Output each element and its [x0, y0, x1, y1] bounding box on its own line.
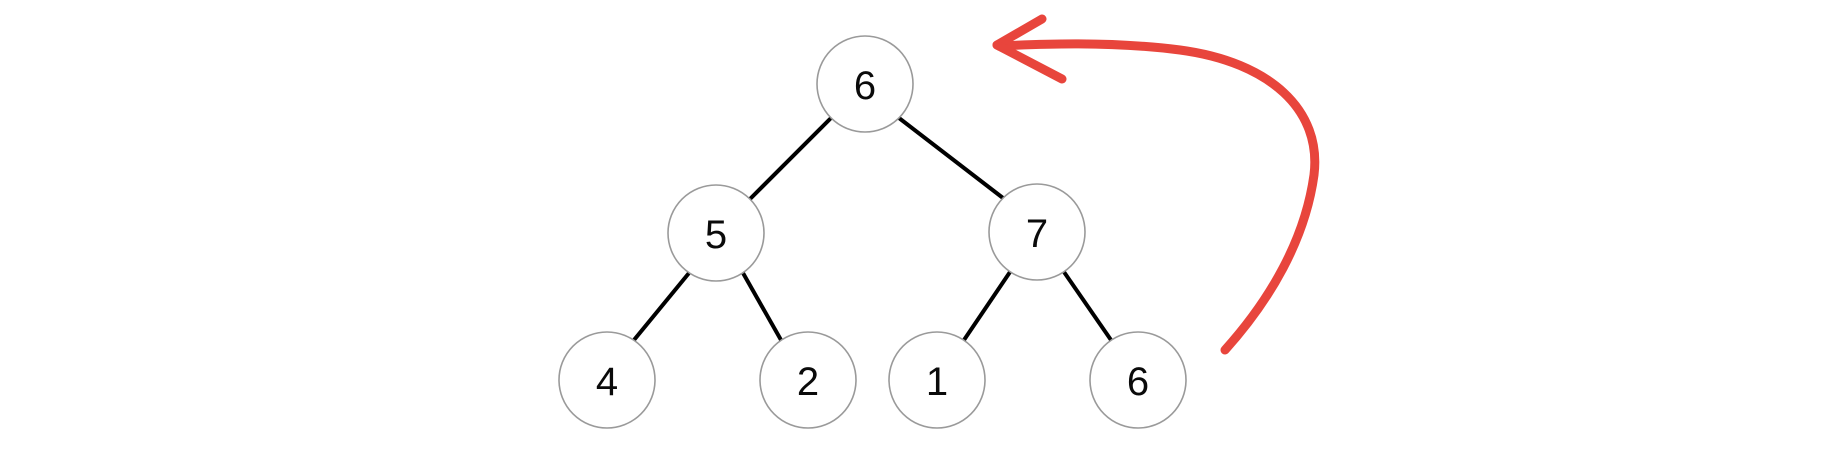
- tree-node-rl[interactable]: 1: [888, 331, 986, 429]
- tree-node-lr[interactable]: 2: [759, 331, 857, 429]
- node-circle: [558, 331, 656, 429]
- node-circle: [1089, 331, 1187, 429]
- tree-node-left[interactable]: 5: [667, 184, 765, 282]
- arrowhead-lower-barb: [992, 40, 1067, 84]
- node-circle: [888, 331, 986, 429]
- edge-root-to-right: [897, 116, 1005, 200]
- node-circle: [667, 184, 765, 282]
- edge-root-to-left: [748, 116, 833, 201]
- tree-node-root[interactable]: 6: [816, 35, 914, 133]
- node-label: 6: [1127, 360, 1149, 404]
- arrowhead-upper-barb: [992, 14, 1047, 50]
- node-circle: [816, 35, 914, 133]
- node-circle: [759, 331, 857, 429]
- node-label: 7: [1026, 212, 1048, 256]
- node-label: 4: [596, 360, 618, 404]
- tree-node-rr[interactable]: 6: [1089, 331, 1187, 429]
- tree-nodes: 6 5 7 4 2 1: [558, 35, 1187, 429]
- red-curved-arrow-annotation: [992, 14, 1320, 355]
- node-label: 1: [926, 360, 948, 404]
- edge-left-to-ll: [632, 271, 691, 342]
- tree-node-right[interactable]: 7: [988, 183, 1086, 281]
- node-label: 6: [854, 64, 876, 108]
- arrow-shaft: [994, 39, 1320, 355]
- edge-left-to-lr: [741, 272, 783, 341]
- edge-right-to-rl: [962, 270, 1012, 342]
- edge-right-to-rr: [1062, 270, 1113, 342]
- node-label: 5: [705, 213, 727, 257]
- node-label: 2: [797, 360, 819, 404]
- tree-edges: [632, 116, 1113, 342]
- tree-node-ll[interactable]: 4: [558, 331, 656, 429]
- node-circle: [988, 183, 1086, 281]
